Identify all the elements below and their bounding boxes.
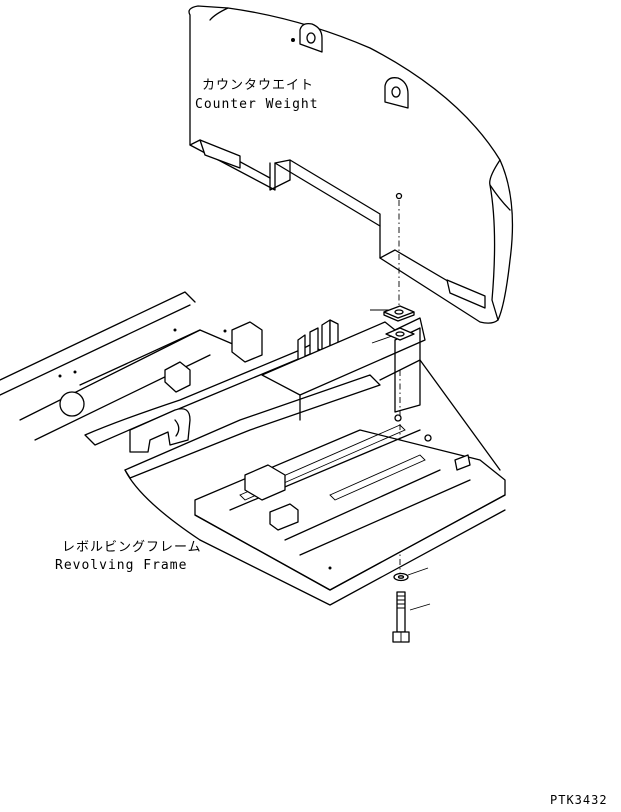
counterweight-label-en: Counter Weight (195, 97, 319, 112)
bolt (392, 591, 410, 643)
counterweight (188, 5, 514, 324)
frame-label-en: Revolving Frame (55, 558, 188, 573)
plate-washer (383, 305, 415, 322)
revolving-frame (0, 291, 506, 606)
lifting-eye-2 (384, 77, 409, 109)
shim (385, 327, 415, 341)
frame-label-jp: レボルビングフレーム (62, 540, 202, 555)
counterweight-label-jp: カウンタウエイト (202, 78, 315, 93)
washer (393, 572, 409, 582)
drawing-code: PTK3432 (550, 793, 608, 807)
lifting-eye-1 (291, 22, 323, 53)
